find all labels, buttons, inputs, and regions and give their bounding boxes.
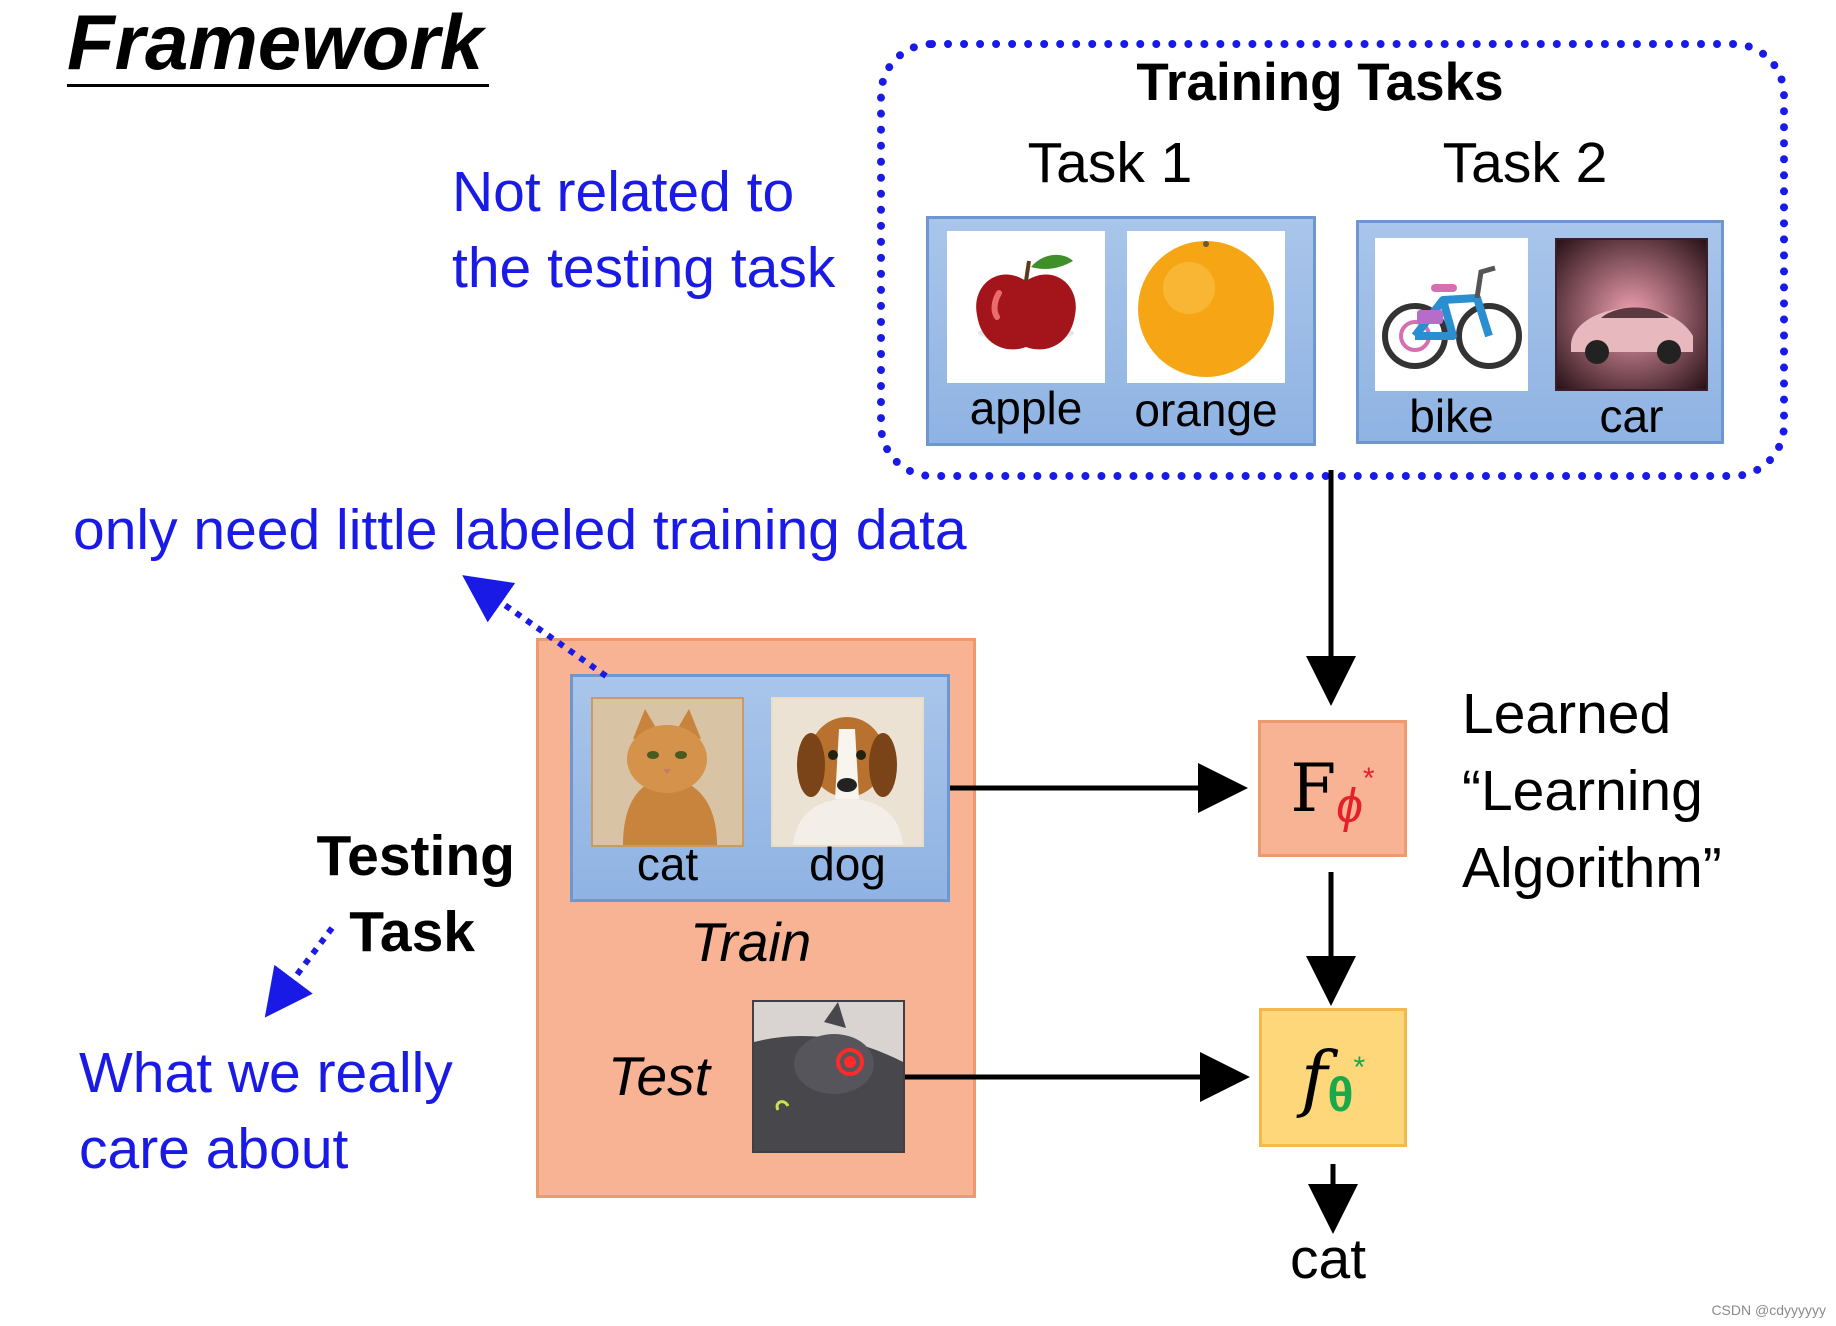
task2-panel: bike car <box>1356 220 1724 444</box>
F-symbol: F <box>1290 750 1337 827</box>
output-label: cat <box>1290 1227 1367 1291</box>
cat-label: cat <box>636 838 699 890</box>
testing-task-line1: Testing <box>316 824 515 888</box>
learned-line2: “Learning <box>1462 759 1703 823</box>
not-related-line2: the testing task <box>452 236 836 300</box>
cat-train-image <box>591 697 744 847</box>
f-star: * <box>1353 1050 1366 1084</box>
learned-line1: Learned <box>1462 682 1672 746</box>
testing-task-line2: Task <box>349 900 475 964</box>
task2-title: Task 2 <box>1442 131 1608 195</box>
testing-train-panel: cat dog <box>570 674 950 902</box>
car-image <box>1555 238 1708 391</box>
f-symbol: f <box>1300 1035 1328 1120</box>
bike-image <box>1375 238 1528 391</box>
orange-label: orange <box>1134 384 1278 436</box>
learned-line3: Algorithm” <box>1462 836 1722 900</box>
orange-image <box>1127 231 1285 383</box>
F-star: * <box>1362 761 1375 795</box>
watermark: CSDN @cdyyyyyy <box>1711 1302 1826 1318</box>
learned-algorithm-label: Learned “Learning Algorithm” <box>1462 676 1722 907</box>
page-title: Framework <box>67 0 490 87</box>
care-line1: What we really <box>79 1041 453 1105</box>
dog-train-image <box>771 697 924 847</box>
not-related-note: Not related to the testing task <box>452 154 835 306</box>
apple-label: apple <box>969 382 1083 434</box>
theta-subscript: θ <box>1327 1069 1354 1122</box>
care-line2: care about <box>79 1117 349 1181</box>
test-label: Test <box>608 1045 710 1107</box>
car-label: car <box>1599 390 1664 442</box>
cat-test-image <box>752 1000 905 1153</box>
dog-label: dog <box>809 838 886 890</box>
dotted-arrow-little-data <box>462 575 608 679</box>
apple-image <box>947 231 1105 383</box>
phi-subscript: ϕ <box>1336 780 1363 833</box>
bike-label: bike <box>1409 390 1494 442</box>
training-tasks-title: Training Tasks <box>1136 53 1504 112</box>
task1-panel: apple orange <box>926 216 1316 446</box>
dotted-arrow-care-about <box>264 926 335 1018</box>
testing-task-title: Testing Task <box>300 818 515 970</box>
train-label: Train <box>690 911 812 973</box>
care-about-note: What we really care about <box>79 1035 453 1187</box>
task1-title: Task 1 <box>1027 131 1193 195</box>
little-data-note: only need little labeled training data <box>73 498 967 562</box>
not-related-line1: Not related to <box>452 160 795 224</box>
